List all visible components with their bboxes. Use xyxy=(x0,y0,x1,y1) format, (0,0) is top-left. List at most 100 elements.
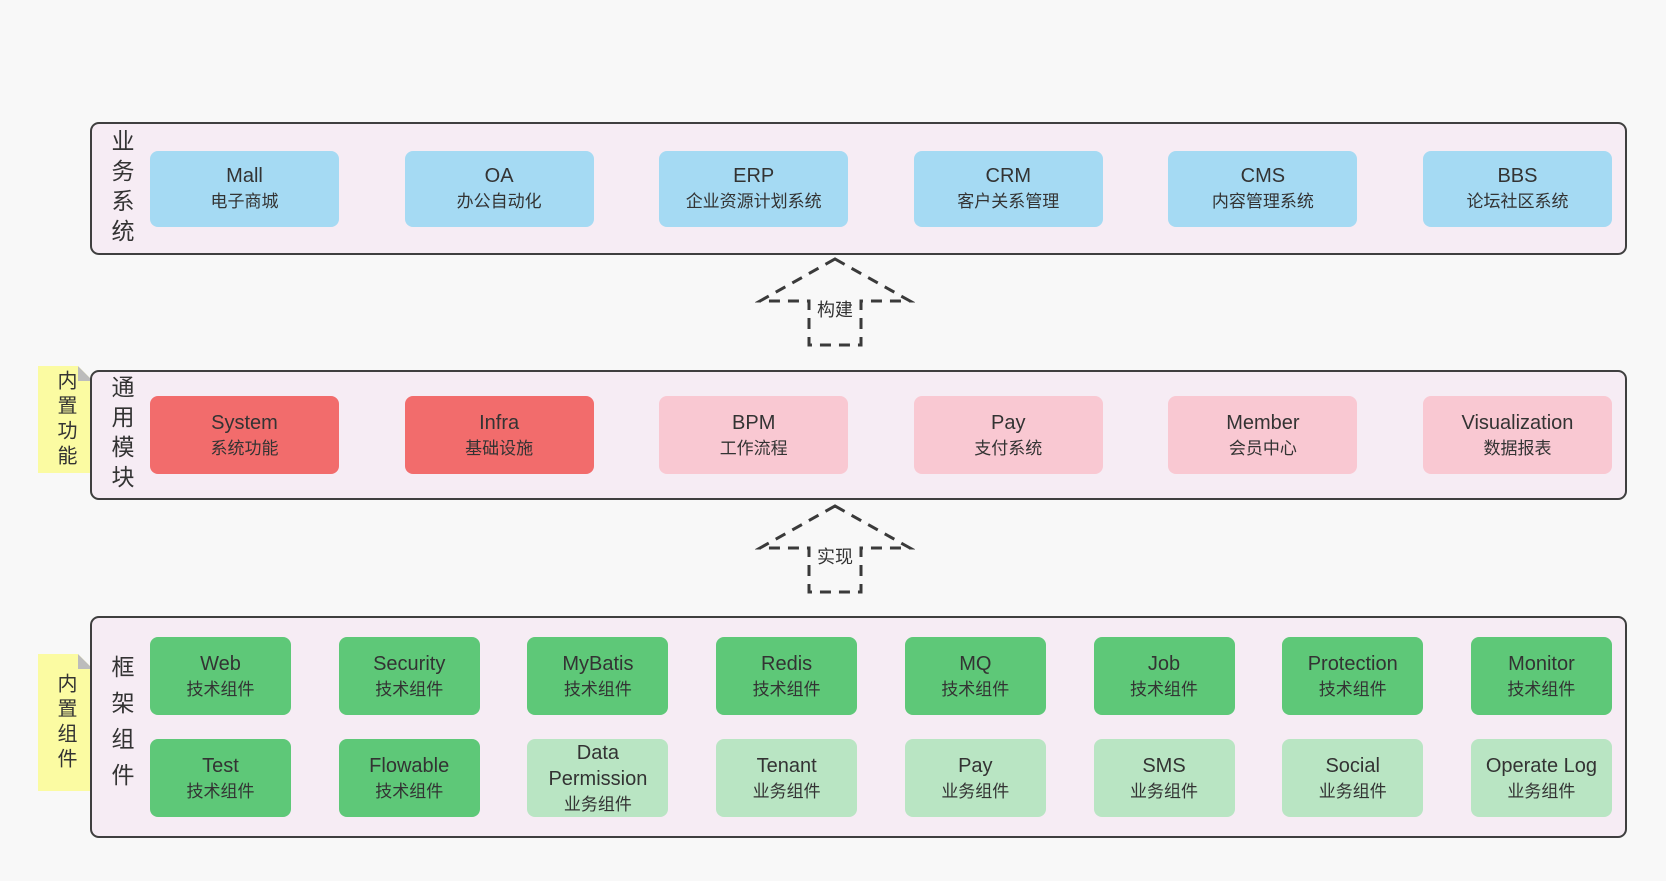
component-desc: 电子商城 xyxy=(210,192,279,212)
component-desc: 基础设施 xyxy=(465,438,534,458)
component-name: MQ xyxy=(959,652,992,675)
component-box-protection: Protection 技术组件 xyxy=(1282,637,1424,715)
component-row: System 系统功能 Infra 基础设施 BPM 工作流程 Pay 支付系统 Member 会… xyxy=(150,396,1612,474)
component-desc: 数据报表 xyxy=(1483,438,1552,458)
component-name: OA xyxy=(484,165,514,188)
component-name: Pay xyxy=(991,411,1026,434)
component-desc: 论坛社区系统 xyxy=(1466,192,1569,212)
component-desc: 技术组件 xyxy=(1130,679,1199,699)
component-desc: 技术组件 xyxy=(1318,679,1387,699)
component-name: Mall xyxy=(226,165,263,188)
component-desc: 会员中心 xyxy=(1228,438,1297,458)
arrow-label-background xyxy=(811,543,859,569)
arrow-label: 实现 xyxy=(817,547,853,567)
component-box-cms: CMS 内容管理系统 xyxy=(1168,150,1358,227)
component-name: Infra xyxy=(479,411,520,434)
component-rows: System 系统功能 Infra 基础设施 BPM 工作流程 Pay 支付系统 Member 会… xyxy=(150,372,1625,498)
component-name: Operate Log xyxy=(1485,754,1598,777)
component-box-bbs: BBS 论坛社区系统 xyxy=(1422,150,1612,227)
component-desc: 办公自动化 xyxy=(456,192,542,212)
component-name: BBS xyxy=(1497,165,1538,188)
component-desc: 技术组件 xyxy=(186,679,255,699)
component-name: Data Permission xyxy=(548,741,648,790)
component-desc: 系统功能 xyxy=(210,438,279,458)
component-desc: 技术组件 xyxy=(186,781,255,801)
component-box-web: Web 技术组件 xyxy=(150,637,291,715)
component-name: Flowable xyxy=(369,754,450,777)
component-name: Pay xyxy=(958,754,993,777)
component-desc: 技术组件 xyxy=(563,679,632,699)
component-name: Security xyxy=(373,652,446,675)
component-box-pay: Pay 支付系统 xyxy=(913,396,1103,474)
component-name: Protection xyxy=(1307,652,1398,675)
component-box-mybatis: MyBatis 技术组件 xyxy=(527,637,669,715)
component-box-erp: ERP 企业资源计划系统 xyxy=(659,150,849,227)
sticky-note-builtin-features: 内置功能 xyxy=(38,366,93,473)
component-desc: 业务组件 xyxy=(1507,781,1576,801)
component-desc: 业务组件 xyxy=(563,794,632,814)
component-desc: 技术组件 xyxy=(375,679,444,699)
component-desc: 技术组件 xyxy=(941,679,1010,699)
section-side-label: 框架组件 xyxy=(108,655,134,799)
component-desc: 工作流程 xyxy=(719,438,788,458)
component-name: Monitor xyxy=(1508,652,1575,675)
sticky-note-builtin-components: 内置组件 xyxy=(38,654,93,791)
sticky-note-label: 内置功能 xyxy=(54,369,76,470)
component-desc: 技术组件 xyxy=(1507,679,1576,699)
component-name: Member xyxy=(1226,411,1300,434)
component-name: ERP xyxy=(733,165,775,188)
arrow-up-implement: 实现 xyxy=(755,504,915,594)
component-desc: 支付系统 xyxy=(974,438,1043,458)
component-name: BPM xyxy=(732,411,776,434)
component-box-member: Member 会员中心 xyxy=(1168,396,1358,474)
component-name: Redis xyxy=(761,652,813,675)
component-name: CMS xyxy=(1240,165,1286,188)
component-desc: 内容管理系统 xyxy=(1211,192,1314,212)
component-desc: 技术组件 xyxy=(752,679,821,699)
component-name: Web xyxy=(200,652,241,675)
component-name: SMS xyxy=(1142,754,1186,777)
component-box-monitor: Monitor 技术组件 xyxy=(1470,637,1612,715)
arrow-label: 构建 xyxy=(817,300,853,320)
component-name: Job xyxy=(1147,652,1181,675)
component-box-data-permission: Data Permission 业务组件 xyxy=(527,739,669,817)
component-desc: 业务组件 xyxy=(1130,781,1199,801)
component-box-flowable: Flowable 技术组件 xyxy=(338,739,480,817)
component-box-system: System 系统功能 xyxy=(150,396,339,474)
component-box-oa: OA 办公自动化 xyxy=(404,150,594,227)
arrow-label-background xyxy=(811,296,859,322)
component-desc: 客户关系管理 xyxy=(957,192,1060,212)
component-desc: 业务组件 xyxy=(941,781,1010,801)
component-desc: 业务组件 xyxy=(1318,781,1387,801)
component-box-mq: MQ 技术组件 xyxy=(904,637,1046,715)
component-box-security: Security 技术组件 xyxy=(338,637,480,715)
arrow-up-build: 构建 xyxy=(755,257,915,347)
component-name: System xyxy=(211,411,278,434)
component-name: Tenant xyxy=(756,754,817,777)
component-box-redis: Redis 技术组件 xyxy=(716,637,858,715)
component-box-operate-log: Operate Log 业务组件 xyxy=(1470,739,1612,817)
component-box-sms: SMS 业务组件 xyxy=(1093,739,1235,817)
component-box-mall: Mall 电子商城 xyxy=(150,150,339,227)
component-desc: 技术组件 xyxy=(375,781,444,801)
component-box-bpm: BPM 工作流程 xyxy=(659,396,849,474)
component-name: MyBatis xyxy=(562,652,634,675)
section-side-label: 业务系统 xyxy=(108,128,134,249)
sticky-note-label: 内置组件 xyxy=(54,672,76,773)
component-desc: 企业资源计划系统 xyxy=(685,192,822,212)
component-box-infra: Infra 基础设施 xyxy=(404,396,594,474)
component-box-job: Job 技术组件 xyxy=(1093,637,1235,715)
